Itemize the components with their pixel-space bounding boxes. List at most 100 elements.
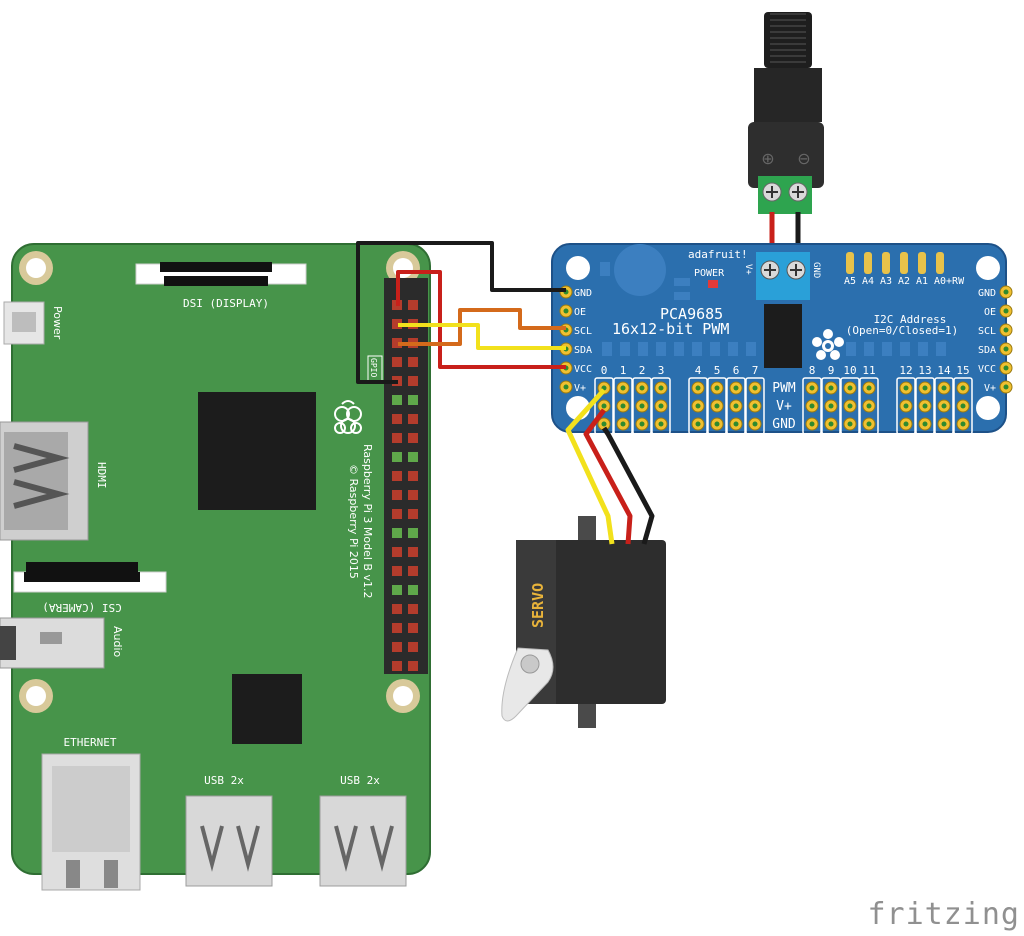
wire-vcc-red — [396, 270, 566, 369]
mount-hole — [976, 396, 1000, 420]
gpio-pin — [392, 642, 402, 652]
channel-header — [651, 377, 671, 435]
gpio-pin — [392, 585, 402, 595]
gpio-pin — [408, 376, 418, 386]
wire-sda-yellow — [398, 323, 566, 350]
channel-pin-hole — [733, 385, 739, 391]
header-pin-label: SCL — [574, 326, 592, 337]
terminal-gnd-label: GND — [811, 262, 821, 278]
channel-pin-hole — [658, 403, 664, 409]
gpio-pin — [392, 604, 402, 614]
ethernet-label: ETHERNET — [64, 736, 117, 749]
channel-label: 2 — [639, 364, 646, 377]
channel-pin-hole — [639, 385, 645, 391]
gpio-pin — [408, 414, 418, 424]
usb-label-2: USB 2x — [340, 774, 380, 787]
channel-pin-hole — [733, 403, 739, 409]
servo-motor: SERVO — [501, 516, 666, 728]
mount-hole — [976, 256, 1000, 280]
gpio-pin — [392, 452, 402, 462]
soc-chip — [198, 392, 316, 510]
channel-pin-hole — [922, 385, 928, 391]
address-jumper-pad — [864, 252, 872, 274]
channel-pin-hole — [903, 385, 909, 391]
csi-connector — [13, 562, 167, 593]
channel-pin-hole — [658, 385, 664, 391]
screw-icon — [760, 260, 780, 280]
channel-pin-hole — [695, 403, 701, 409]
gpio-pin — [392, 547, 402, 557]
usb-label-1: USB 2x — [204, 774, 244, 787]
servo-label: SERVO — [529, 583, 547, 628]
gpio-pin — [408, 604, 418, 614]
row-label: PWM — [772, 381, 796, 396]
channel-pin-hole — [941, 385, 947, 391]
terminal-plus-label: V+ — [743, 264, 753, 275]
hdmi-connector — [0, 421, 89, 541]
wire-gnd-black — [356, 241, 566, 384]
pca9685-chip — [764, 304, 802, 368]
gpio-pin — [392, 509, 402, 519]
audio-label: Audio — [111, 626, 124, 658]
pcb-pad — [692, 342, 702, 356]
dsi-connector — [135, 262, 307, 286]
channel-header — [859, 377, 879, 435]
csi-label: CSI (CAMERA) — [42, 601, 121, 614]
power-led — [708, 280, 718, 288]
gpio-pin — [408, 547, 418, 557]
channel-header — [953, 377, 973, 435]
gpio-pin — [408, 357, 418, 367]
channel-pin-hole — [639, 421, 645, 427]
usb-port-2 — [319, 795, 407, 887]
channel-header — [707, 377, 727, 435]
wire-scl-orange — [398, 308, 566, 346]
channel-pin-hole — [866, 421, 872, 427]
channel-label: 10 — [843, 364, 856, 377]
address-jumpers — [846, 252, 944, 274]
gpio-pin — [408, 509, 418, 519]
channel-pin-hole — [658, 421, 664, 427]
minus-icon: ⊖ — [797, 149, 810, 168]
gpio-pin — [392, 357, 402, 367]
pcb-pad — [674, 342, 684, 356]
channel-pin-hole — [620, 421, 626, 427]
channel-pin-hole — [714, 421, 720, 427]
channel-label: 5 — [714, 364, 721, 377]
gpio-pin — [392, 528, 402, 538]
channel-label: 1 — [620, 364, 627, 377]
address-jumper-pad — [936, 252, 944, 274]
gpio-pin — [392, 395, 402, 405]
mount-hole — [19, 251, 53, 285]
channel-header — [821, 377, 841, 435]
audio-connector — [0, 617, 105, 669]
channel-pin-hole — [752, 385, 758, 391]
channel-label: 14 — [937, 364, 951, 377]
address-label: A5 — [844, 276, 856, 287]
channel-pin-hole — [809, 421, 815, 427]
channel-header — [840, 377, 860, 435]
pcb-pad — [674, 278, 690, 286]
header-pin-hole — [1003, 289, 1009, 295]
pcb-pads-row — [602, 342, 946, 356]
channel-label: 4 — [695, 364, 702, 377]
header-pin-label: OE — [984, 307, 996, 318]
pcb-pad — [620, 342, 630, 356]
channel-header — [594, 377, 614, 435]
dc-barrel-jack: ⊕ ⊖ — [748, 12, 824, 214]
gpio-pin — [392, 490, 402, 500]
fritzing-brand: fritzing — [867, 897, 1020, 932]
gpio-pin — [408, 300, 418, 310]
power-label: Power — [51, 306, 64, 340]
gpio-pin — [408, 566, 418, 576]
gpio-pin — [392, 319, 402, 329]
channel-pin-hole — [639, 403, 645, 409]
channel-label: 13 — [918, 364, 931, 377]
channel-pin-hole — [960, 403, 966, 409]
channel-header — [726, 377, 746, 435]
channel-label: 11 — [862, 364, 875, 377]
channel-pin-hole — [847, 385, 853, 391]
row-label: GND — [772, 417, 796, 432]
channel-label: 12 — [899, 364, 912, 377]
